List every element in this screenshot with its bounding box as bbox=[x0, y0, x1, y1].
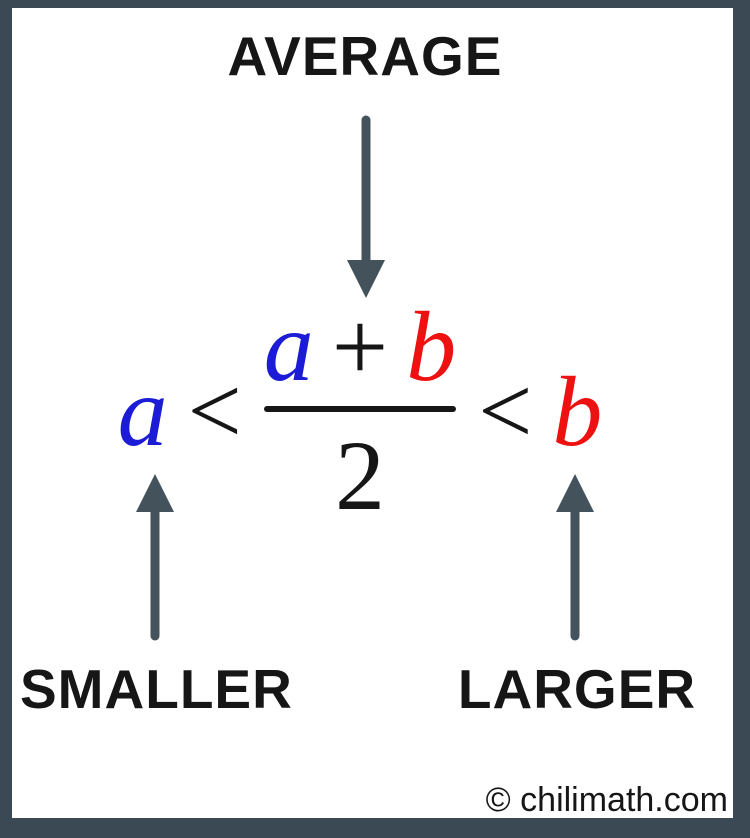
up-arrow-right-icon bbox=[556, 474, 594, 641]
copyright-text: © chilimath.com bbox=[485, 781, 728, 819]
numerator-variable-b: b bbox=[406, 291, 457, 402]
inequality-formula: a < a + b 2 < b bbox=[60, 291, 660, 531]
fraction-denominator: 2 bbox=[335, 420, 385, 531]
plus-sign: + bbox=[331, 291, 389, 402]
fraction-bar bbox=[263, 406, 457, 412]
down-arrow-icon bbox=[347, 115, 385, 298]
average-label: AVERAGE bbox=[227, 25, 503, 87]
less-than-sign-right: < bbox=[478, 356, 533, 464]
smaller-variable: a bbox=[117, 355, 168, 467]
fraction-numerator: a + b bbox=[264, 291, 456, 402]
larger-label: LARGER bbox=[457, 658, 697, 720]
average-fraction: a + b 2 bbox=[262, 291, 458, 531]
numerator-variable-a: a bbox=[263, 291, 314, 402]
up-arrow-left-icon bbox=[136, 474, 174, 641]
smaller-label: SMALLER bbox=[20, 658, 293, 720]
larger-variable: b bbox=[552, 355, 603, 467]
less-than-sign-left: < bbox=[187, 356, 242, 464]
